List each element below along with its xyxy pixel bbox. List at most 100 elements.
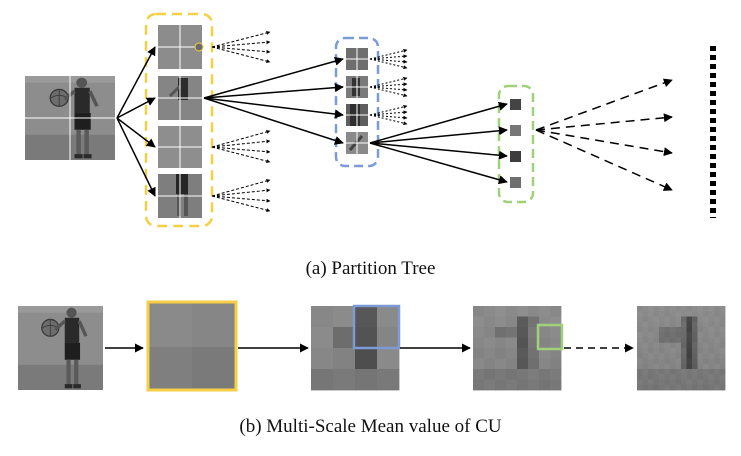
mosaic-cell	[311, 369, 334, 391]
mosaic-cell	[714, 363, 720, 370]
mosaic-cell	[484, 327, 496, 338]
mosaic-cell	[670, 384, 676, 391]
mosaic-cell	[648, 332, 654, 338]
mosaic-cell	[642, 384, 649, 391]
mosaic-cell	[550, 316, 562, 328]
mosaic-cell	[708, 379, 715, 386]
mosaic-cell	[664, 363, 671, 370]
mosaic-cell	[697, 369, 704, 375]
mosaic-cell	[697, 348, 704, 354]
level1-cu-4	[158, 174, 202, 218]
mosaic-cell	[670, 369, 676, 375]
mosaic-cell	[659, 337, 665, 344]
mosaic-cell	[697, 337, 704, 344]
mosaic-cell	[637, 332, 643, 338]
mosaic-cell	[697, 332, 704, 338]
mosaic-cell	[653, 337, 660, 344]
mosaic-cell	[377, 327, 400, 349]
mosaic-cell	[517, 316, 529, 328]
mosaic-cell	[648, 316, 654, 323]
mosaic-cell	[670, 353, 676, 359]
mosaic-cell	[653, 369, 660, 375]
mosaic-cell	[703, 306, 709, 312]
mosaic-cell	[714, 374, 720, 380]
mosaic-cell	[484, 358, 496, 370]
mosaic-cell	[675, 379, 682, 386]
mosaic-cell	[648, 342, 654, 349]
mosaic-cell	[675, 358, 682, 365]
mosaic-cell	[637, 353, 643, 359]
mosaic-cell	[714, 379, 720, 386]
mosaic-cell	[653, 321, 660, 328]
mosaic-cell	[495, 327, 507, 338]
mosaic-cell	[686, 316, 693, 323]
mosaic-cell	[692, 348, 698, 354]
mosaic-cell	[637, 316, 643, 323]
mosaic-cell	[653, 374, 660, 380]
mosaic-cell	[637, 379, 643, 386]
mosaic-cell	[517, 337, 529, 349]
input-frame	[16, 304, 105, 392]
mosaic-cell	[714, 332, 720, 338]
mosaic-cell	[473, 379, 485, 391]
root-to-level1-arrows	[116, 46, 156, 197]
mosaic-cell	[659, 342, 665, 349]
level1-cu-3	[158, 126, 202, 168]
mosaic-cell	[642, 358, 649, 365]
level3-cu-2	[510, 125, 521, 136]
mosaic-cell	[703, 342, 709, 349]
mosaic-cell	[697, 306, 704, 312]
mosaic-cell	[686, 363, 693, 370]
mosaic-cell	[642, 327, 649, 333]
mosaic-cell	[637, 369, 643, 375]
mosaic-cell	[517, 379, 529, 391]
mosaic-cell	[659, 379, 665, 386]
mosaic-cell	[719, 369, 726, 375]
mosaic-cell	[708, 348, 715, 354]
mosaic-cell	[681, 384, 687, 391]
mosaic-cell	[681, 306, 687, 312]
mosaic-cell	[670, 316, 676, 323]
caption-partition-tree: (a) Partition Tree	[305, 258, 436, 279]
mosaic-cell	[659, 358, 665, 365]
mosaic-cell	[675, 337, 682, 344]
mosaic-cell	[642, 306, 649, 312]
level3-cu-3	[510, 151, 521, 162]
mosaic-cell	[714, 337, 720, 344]
mosaic-cell	[506, 348, 518, 359]
mosaic-cell	[714, 342, 720, 349]
mosaic-cell	[333, 327, 356, 349]
mosaic-cell	[659, 316, 665, 323]
mosaic-cell	[708, 369, 715, 375]
mosaic-cell	[681, 348, 687, 354]
mosaic-cell	[648, 311, 654, 317]
mosaic-cell	[355, 369, 378, 391]
mosaic-cell	[528, 306, 540, 317]
mosaic-cell	[377, 348, 400, 370]
mosaic-cell	[697, 384, 704, 391]
mosaic-cell	[528, 348, 540, 359]
mosaic-cell	[473, 316, 485, 328]
mosaic-cell	[506, 316, 518, 328]
mosaic-cell	[708, 337, 715, 344]
mosaic-cell	[686, 342, 693, 349]
level2-fanout-3	[369, 104, 408, 126]
mosaic-cell	[692, 369, 698, 375]
mosaic-cell	[686, 358, 693, 365]
mosaic-cell	[692, 353, 698, 359]
mosaic-cell	[355, 306, 378, 328]
mosaic-cell	[714, 311, 720, 317]
mosaic-cell	[697, 327, 704, 333]
mosaic-cell	[681, 337, 687, 344]
mosaic-cell	[648, 327, 654, 333]
mosaic-cell	[528, 316, 540, 328]
mosaic-cell	[539, 306, 551, 317]
mosaic-cell	[708, 321, 715, 328]
level1-cu-2	[158, 76, 202, 120]
mean-level2	[311, 304, 401, 391]
mosaic-cell	[708, 363, 715, 370]
mosaic-cell	[670, 311, 676, 317]
mosaic-cell	[637, 374, 643, 380]
mosaic-cell	[703, 316, 709, 323]
